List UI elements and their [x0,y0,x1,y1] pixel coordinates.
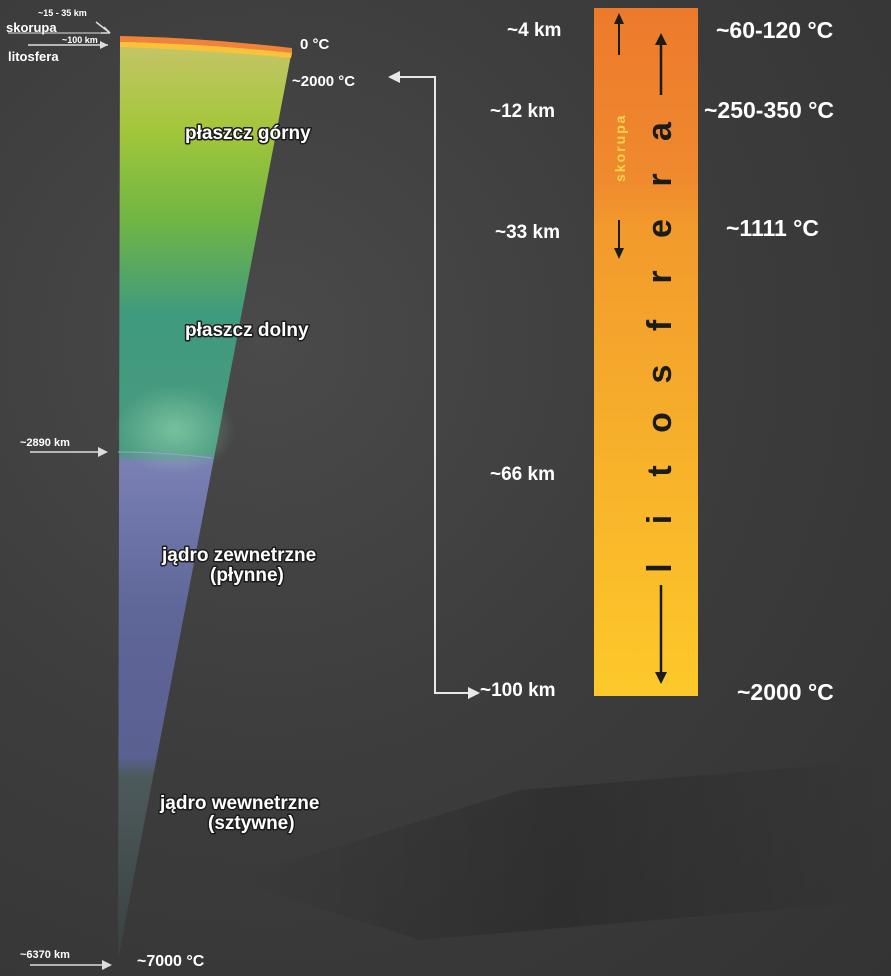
wedge-labels: 0 °C ~2000 °C płaszcz górny płaszcz doln… [137,36,355,970]
column-depth-labels: ~4 km ~12 km ~33 km ~66 km ~100 km [480,20,561,701]
litho-letter: r [641,173,679,186]
litho-base-temp-label: ~2000 °C [292,73,355,90]
litho-vertical-word: l i t o s f r e r a [641,121,679,573]
inner-core-label-line1: jądro wewnetrzne [159,793,319,814]
mantle-glow [115,385,235,475]
surface-temp-label: 0 °C [300,36,330,53]
litho-letter: l [641,563,679,572]
temp-label: ~250-350 °C [704,97,834,123]
lower-mantle-label: płaszcz dolny [185,320,309,341]
background-shadow [230,760,891,940]
temp-label: ~60-120 °C [716,17,833,43]
earth-wedge [115,36,292,960]
litho-letter: r [641,270,679,283]
wedge-body [118,38,292,960]
upper-mantle-label: płaszcz górny [185,123,311,144]
connector-arrow [388,71,480,699]
lithosphere-layer [120,42,292,58]
litho-letter: s [641,365,679,384]
crust-depth-label: ~15 - 35 km [38,8,87,18]
litho-letter: a [641,121,679,141]
core-mantle-boundary [117,451,213,459]
temp-label: ~2000 °C [737,679,834,705]
litho-letter: o [641,412,679,433]
outer-core-label-line1: jądro zewnetrzne [161,545,316,566]
depth-label: ~4 km [507,20,561,41]
column-bar [594,8,698,696]
litho-letter: e [641,219,679,238]
outer-core-label-line2: (płynne) [210,565,284,586]
crust-layer [120,36,292,53]
inner-core-label-line2: (sztywne) [208,813,295,834]
litho-letter: t [641,465,679,476]
depth-label: ~33 km [495,222,560,243]
crust-vertical-word: skorupa [612,114,628,182]
left-depth-markers: ~15 - 35 km skorupa ~100 km litosfera ~2… [6,8,112,970]
litho-letter: f [641,319,679,331]
crust-label: skorupa [6,20,57,35]
litho-depth-label: ~100 km [62,35,98,45]
depth-label: ~100 km [480,680,556,701]
temp-label: ~1111 °C [726,215,819,241]
column-temp-labels: ~60-120 °C ~250-350 °C ~1111 °C ~2000 °C [704,17,834,705]
depth-label: ~12 km [490,101,555,122]
center-temp-label: ~7000 °C [137,953,205,970]
depth-label: ~66 km [490,464,555,485]
lithosphere-label: litosfera [8,49,59,64]
lithosphere-column: skorupa l i t o s f r e r a [594,8,698,696]
litho-letter: i [641,515,679,524]
center-depth-label: ~6370 km [20,949,70,961]
mantle-bottom-depth-label: ~2890 km [20,437,70,449]
